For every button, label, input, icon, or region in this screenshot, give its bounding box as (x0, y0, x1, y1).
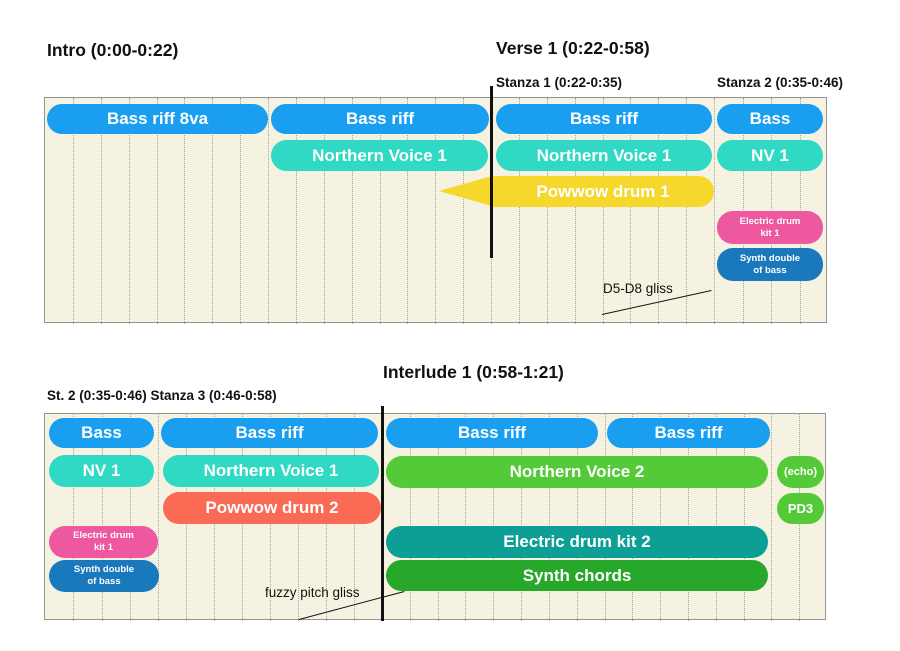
gridline (604, 414, 606, 621)
gridline (128, 98, 130, 324)
bar-pd3: PD3 (777, 493, 824, 524)
bar-label-line: kit 1 (760, 227, 780, 239)
gridline (686, 98, 688, 324)
gridline (437, 414, 439, 621)
gridline (435, 98, 437, 324)
bar-label-line: Electric drum (739, 215, 801, 227)
gridline (463, 98, 465, 324)
bar-echo: (echo) (777, 456, 824, 488)
gridline (73, 414, 75, 621)
gridline (184, 98, 186, 324)
bar-bass: Bass (717, 104, 823, 134)
gridline (630, 98, 632, 324)
bar-label-line: Synth double (739, 252, 801, 264)
bar-bass: Bass (49, 418, 154, 448)
left-arrow-icon (439, 176, 492, 206)
bar-bass-riff: Bass riff (161, 418, 378, 448)
bar-northern-voice-2: Northern Voice 2 (386, 456, 768, 488)
gridline (409, 414, 411, 621)
gridline (548, 414, 550, 621)
bar-northern-voice-1: Northern Voice 1 (271, 140, 488, 171)
gridline (212, 98, 214, 324)
gridline (351, 98, 353, 324)
gridline (658, 98, 660, 324)
gridline (660, 414, 662, 621)
bar-nv-1: NV 1 (49, 455, 154, 487)
bar-synth-chords: Synth chords (386, 560, 768, 591)
bar-bass-riff: Bass riff (607, 418, 770, 448)
gridline (518, 98, 520, 324)
gridline (687, 414, 689, 621)
intro-heading: Intro (0:00-0:22) (47, 40, 179, 60)
gridline (101, 414, 103, 621)
stanza-marker-line (490, 86, 493, 258)
bar-nv-1: NV 1 (717, 140, 823, 171)
bar-electric-drum-kit-2: Electric drum kit 2 (386, 526, 768, 558)
bar-bass-riff-8va: Bass riff 8va (47, 104, 268, 134)
gridline (379, 98, 381, 324)
stanza-marker-line (381, 406, 384, 621)
gridline (158, 414, 159, 621)
bar-bass-riff: Bass riff (386, 418, 598, 448)
bar-northern-voice-1: Northern Voice 1 (163, 455, 379, 487)
gridline (129, 414, 131, 621)
gridline (521, 414, 523, 621)
gridline (465, 414, 467, 621)
gliss-annotation-text: D5-D8 gliss (603, 281, 673, 296)
st2-stanza3-heading: St. 2 (0:35-0:46) Stanza 3 (0:46-0:58) (47, 388, 277, 403)
stanza2-heading: Stanza 2 (0:35-0:46) (717, 75, 844, 90)
stanza1-heading: Stanza 1 (0:22-0:35) (496, 75, 623, 90)
gliss-annotation-text: fuzzy pitch gliss (265, 585, 360, 600)
bar-label-line: kit 1 (93, 542, 113, 553)
gridline (715, 414, 717, 621)
gridline (632, 414, 634, 621)
verse1-heading: Verse 1 (0:22-0:58) (496, 38, 650, 58)
gridline (156, 98, 158, 324)
bar-label-line: Electric drum (73, 530, 134, 542)
bar-powwow-drum-2: Powwow drum 2 (163, 492, 381, 524)
bar-northern-voice-1: Northern Voice 1 (496, 140, 712, 171)
bar-bass-riff: Bass riff (496, 104, 712, 134)
gridline (493, 414, 495, 621)
gridline (240, 98, 242, 324)
gridline (714, 98, 715, 324)
gridline (72, 98, 74, 324)
gridline (100, 98, 102, 324)
gridline (771, 414, 773, 621)
gridline (295, 98, 297, 324)
gridline (574, 98, 576, 324)
gridline (323, 98, 325, 324)
bar-bass-riff: Bass riff (271, 104, 489, 134)
gridline (602, 98, 604, 324)
gridline (546, 98, 548, 324)
gridline (407, 98, 409, 324)
interlude1-heading: Interlude 1 (0:58-1:21) (383, 362, 564, 382)
gridline (268, 98, 269, 324)
gridline (576, 414, 578, 621)
bar-label-line: Synth double (73, 564, 135, 576)
gridline (743, 414, 745, 621)
bar-label-line: of bass (87, 576, 121, 587)
bar-powwow-drum-1: Powwow drum 1 (492, 176, 714, 207)
bar-label-line: of bass (753, 264, 787, 276)
